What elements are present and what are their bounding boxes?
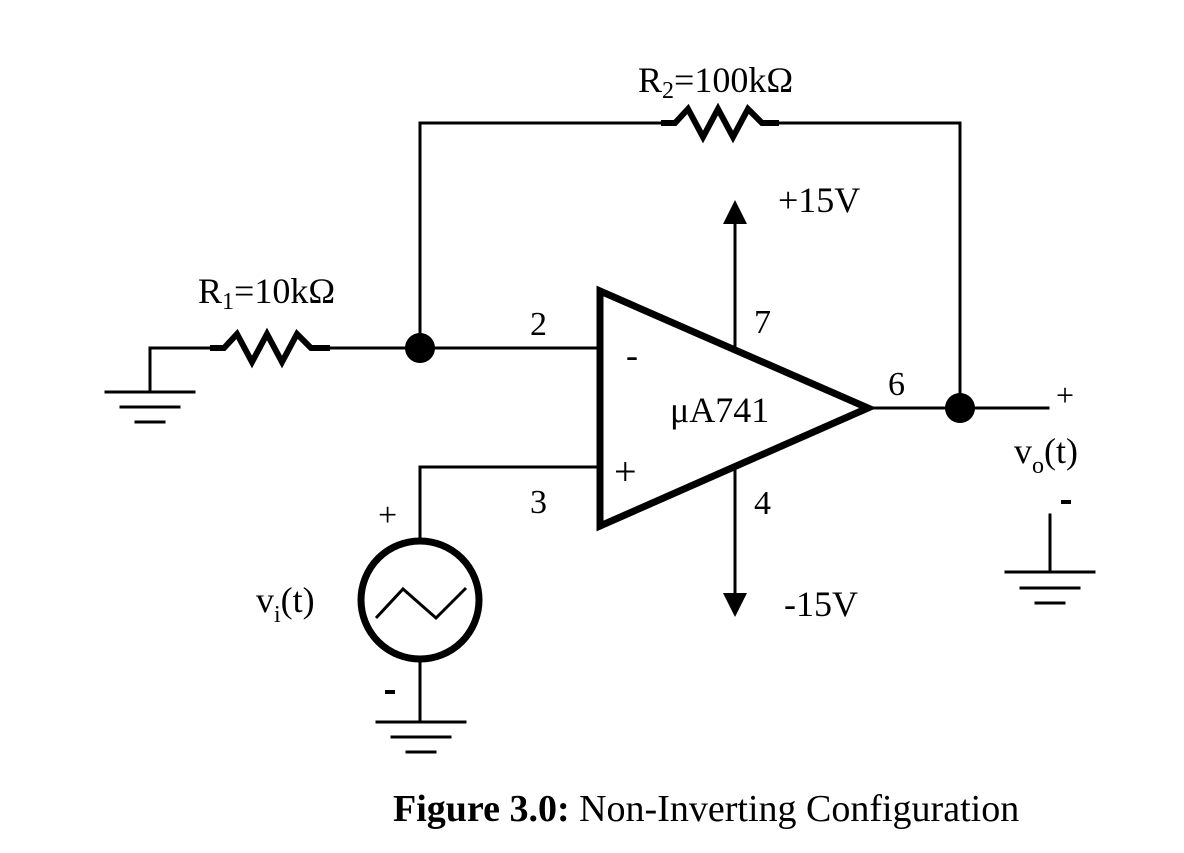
pin-3-label: 3 (530, 484, 547, 521)
source-plus-label: + (378, 497, 397, 534)
source-minus-label (385, 690, 395, 694)
output-plus-label: + (1056, 377, 1074, 413)
figure-caption: Figure 3.0: Non-Inverting Configuration (393, 788, 1019, 830)
pin-2-label: 2 (530, 306, 547, 343)
junction-node-output (945, 393, 975, 423)
supply-negative-label: -15V (784, 584, 858, 624)
supply-positive-label: +15V (778, 180, 860, 220)
feedback-wire-right (776, 121, 962, 410)
ground-icon (375, 720, 467, 754)
output-minus-label (1061, 500, 1071, 504)
ground-icon (104, 390, 196, 424)
resistor-r1 (210, 327, 330, 369)
pin-7-label: 7 (754, 304, 771, 341)
voltage-source (357, 537, 483, 663)
r1-ground-wire (148, 346, 214, 394)
arrow-down-icon (723, 593, 747, 617)
r2-label: R2=100kΩ (638, 60, 793, 104)
source-voltage-label: vi(t) (256, 580, 315, 628)
opamp-triangle (596, 285, 877, 532)
opamp-label: μA741 (670, 390, 769, 430)
r1-label: R1=10kΩ (198, 271, 335, 315)
junction-node-inverting (405, 333, 435, 363)
opamp-noninverting-symbol: + (614, 449, 637, 494)
noninverting-input-wire (418, 465, 600, 542)
arrow-up-icon (723, 200, 747, 224)
output-voltage-label: vo(t) (1014, 431, 1078, 479)
resistor-r2 (661, 102, 779, 144)
feedback-wire-left (418, 121, 664, 350)
pin-6-label: 6 (888, 366, 905, 403)
ground-icon (1004, 513, 1096, 605)
triangle-wave-icon (374, 586, 468, 621)
opamp-inverting-symbol: - (626, 335, 638, 375)
pin-4-label: 4 (754, 485, 771, 522)
